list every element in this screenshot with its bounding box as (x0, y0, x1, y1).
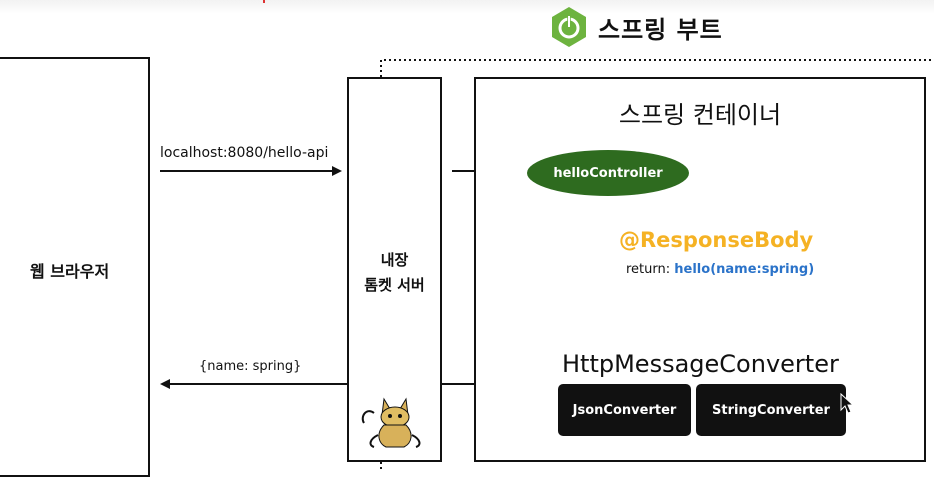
dotted-boundary-top (380, 59, 934, 77)
response-payload-label: {name: spring} (199, 359, 302, 374)
spring-container-title: 스프링 컨테이너 (618, 101, 782, 129)
json-converter-label: JsonConverter (572, 402, 677, 418)
request-url-label: localhost:8080/hello-api (160, 145, 329, 161)
tomcat-label-line2: 톰켓 서버 (364, 276, 425, 294)
json-converter-node: JsonConverter (558, 384, 691, 436)
top-edge (0, 0, 934, 14)
return-value: hello(name:spring) (674, 262, 815, 277)
tomcat-label-line1: 내장 (380, 251, 409, 269)
power-icon (552, 7, 586, 47)
string-converter-label: StringConverter (712, 402, 830, 418)
spring-boot-header: 스프링 부트 (548, 4, 723, 50)
embedded-tomcat-label: 내장 톰켓 서버 (347, 248, 442, 298)
return-keyword: return: (626, 262, 671, 277)
string-converter-node: StringConverter (696, 384, 846, 436)
tomcat-cat-icon (356, 395, 432, 451)
spring-boot-title: 스프링 부트 (598, 15, 723, 44)
hello-controller-label: helloController (553, 165, 663, 181)
web-browser-box (0, 57, 150, 477)
mouse-cursor-icon (840, 393, 855, 414)
top-marker (263, 0, 265, 3)
http-message-converter-title: HttpMessageConverter (562, 350, 839, 378)
return-statement: return: hello(name:spring) (626, 262, 814, 277)
response-body-annotation: @ResponseBody (619, 228, 814, 252)
web-browser-label: 웹 브라우저 (30, 262, 110, 281)
hello-controller-node: helloController (527, 150, 689, 196)
